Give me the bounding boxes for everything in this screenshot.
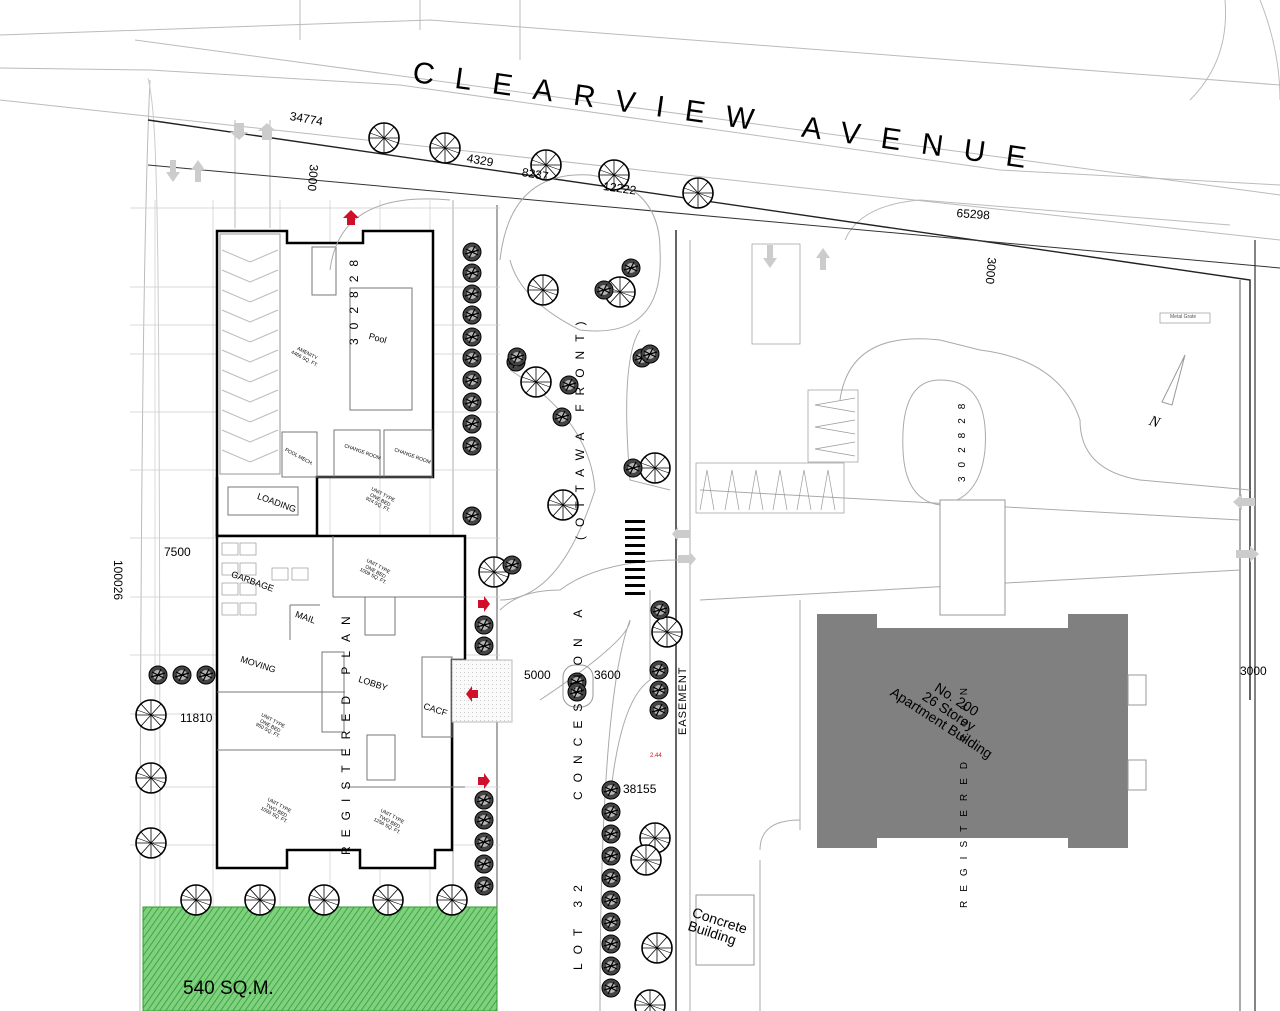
dimension-3000-side: 3000 <box>1240 664 1267 678</box>
registered-plan-left: REGISTERED PLAN <box>339 607 353 855</box>
dimension-5000: 5000 <box>524 668 551 682</box>
plan-number-right: 302828 <box>957 394 968 482</box>
dimension-7500: 7500 <box>164 545 191 559</box>
lot-label: LOT 32 <box>571 876 585 970</box>
entry-arrows <box>343 210 490 789</box>
ottawa-front-label: (OTTAWA FRONT) <box>573 312 587 540</box>
metal-grate-label: Metal Grate <box>1170 314 1197 320</box>
concession-label: CONCESSION A <box>571 600 585 800</box>
crosswalk <box>625 520 645 595</box>
dimension-100026: 100026 <box>111 560 125 601</box>
easement-label: EASEMENT <box>677 666 689 735</box>
amenity-area-label: 540 SQ.M. <box>183 978 274 999</box>
existing-building-footprint <box>817 614 1128 848</box>
amenity-area-hatch <box>142 906 498 1011</box>
dimension-3000-right: 3000 <box>982 256 999 285</box>
setback-line <box>147 164 1280 269</box>
red-annotation: 2.44 <box>650 753 662 759</box>
dimension-3600: 3600 <box>594 668 621 682</box>
north-arrow <box>1161 354 1186 406</box>
dimension-65298: 65298 <box>956 206 991 223</box>
plan-number-left: 302828 <box>347 250 361 345</box>
dimension-38155: 38155 <box>623 782 657 796</box>
dimension-11810: 11810 <box>180 711 213 725</box>
dimension-3000-left: 3000 <box>304 163 321 192</box>
parking-stalls <box>695 243 1211 514</box>
registered-plan-right: REGISTERED PLAN <box>959 679 970 908</box>
